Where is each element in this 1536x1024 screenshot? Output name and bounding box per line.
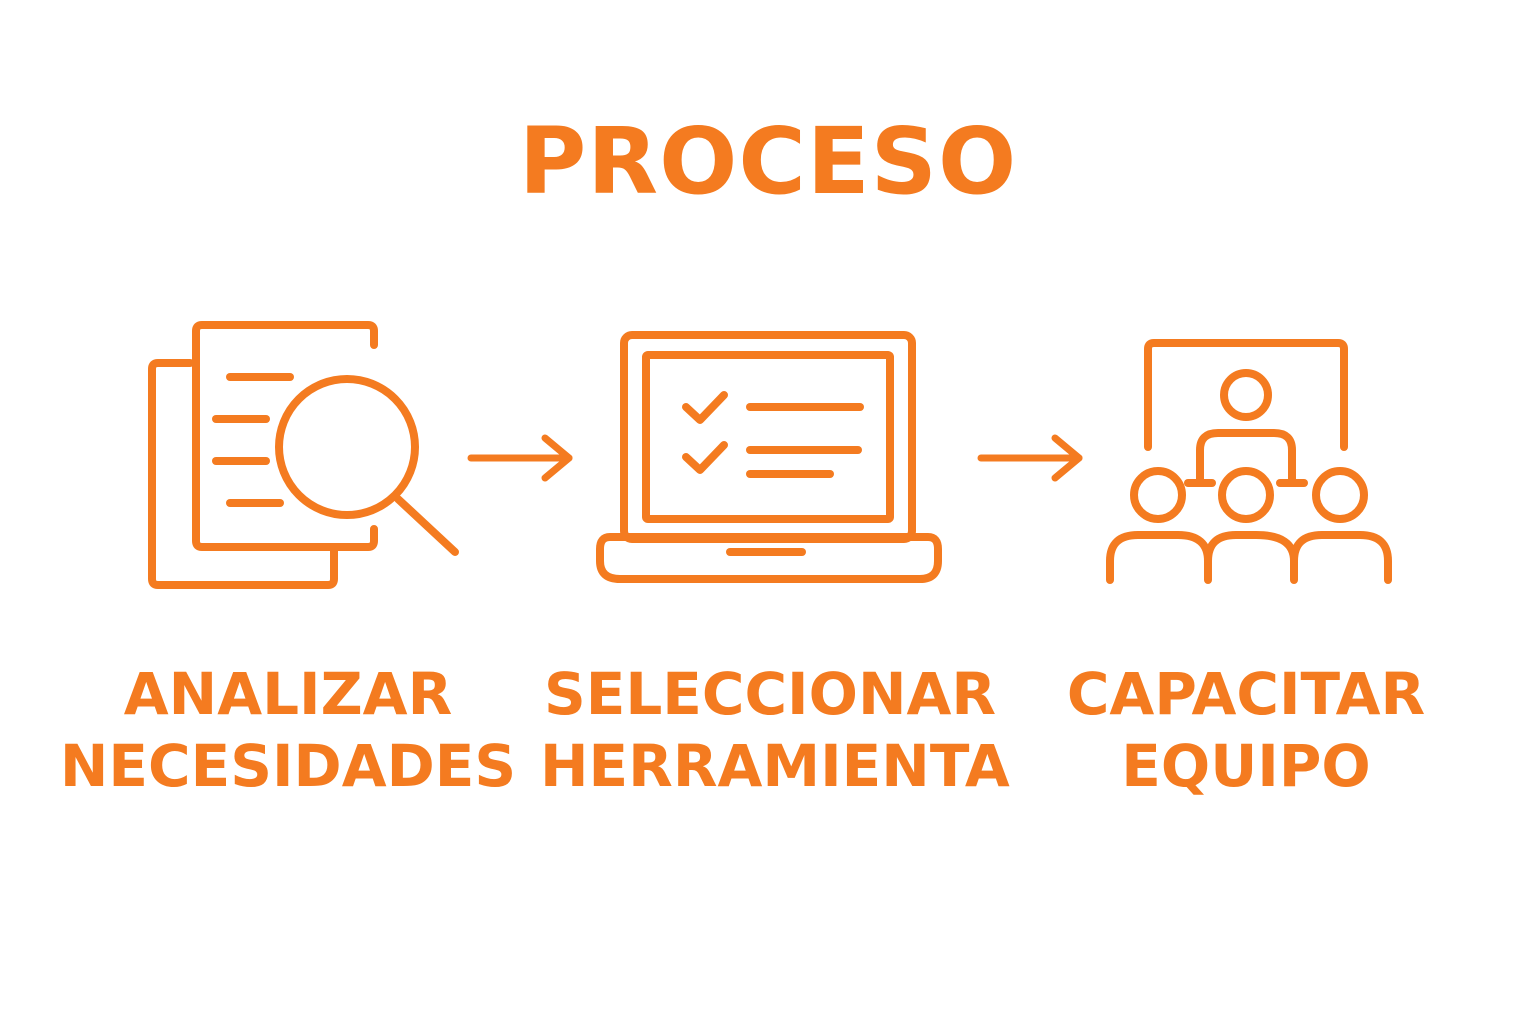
document-search-icon [140, 315, 470, 595]
step-label-line2: HERRAMIENTA [540, 732, 1010, 800]
arrow-right-icon [975, 430, 1090, 490]
diagram-title: PROCESO [518, 108, 1018, 215]
step-label-seleccionar: SELECCIONAR HERRAMIENTA [540, 658, 1010, 802]
team-training-icon [1098, 335, 1398, 590]
step-label-line1: ANALIZAR [123, 660, 453, 728]
step-label-line1: CAPACITAR [1066, 660, 1426, 728]
step-label-line1: SELECCIONAR [543, 660, 997, 728]
step-label-line2: NECESIDADES [59, 732, 517, 800]
step-label-capacitar: CAPACITAR EQUIPO [1016, 658, 1476, 802]
arrow-right-icon [465, 430, 580, 490]
laptop-checklist-icon [590, 325, 950, 590]
step-label-line2: EQUIPO [1121, 732, 1371, 800]
step-label-analizar: ANALIZAR NECESIDADES [58, 658, 518, 802]
